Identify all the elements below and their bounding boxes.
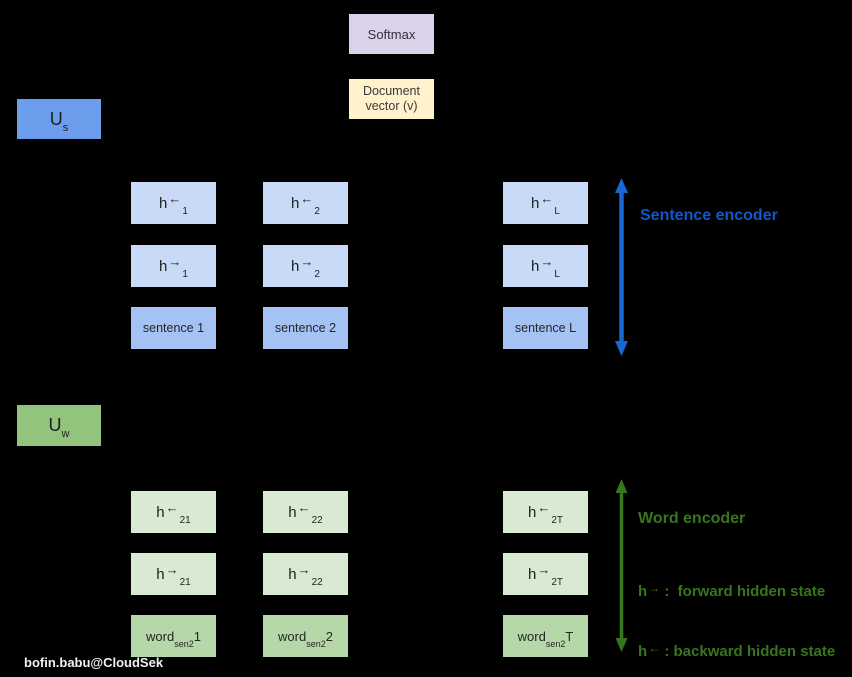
sentence-input-label: sentence 1 <box>142 321 205 335</box>
word-input-label: wordsen21 <box>146 628 201 649</box>
word-encoder-label: Word encoder <box>638 510 746 527</box>
legend-line-backward: h← : backward hidden state <box>638 640 836 660</box>
word-input-label: wordsen22 <box>278 628 333 649</box>
hidden-state-label: h→21 <box>156 561 191 588</box>
word-hidden-forward-22: h→22 <box>263 553 348 595</box>
legend: h→ : forward hidden state h← : backward … <box>638 543 835 677</box>
hidden-state-label: h←21 <box>156 499 191 526</box>
word-hidden-forward-2T: h→2T <box>503 553 588 595</box>
sentence-input-1: sentence 1 <box>131 307 216 349</box>
word-encoder-range-arrow <box>615 479 628 652</box>
sentence-input-L: sentence L <box>503 307 588 349</box>
word-input-1: wordsen21 <box>131 615 216 657</box>
sentence-hidden-forward-1: h→1 <box>131 245 216 287</box>
hidden-state-label: h→22 <box>288 561 323 588</box>
hidden-state-label: h→1 <box>159 253 188 280</box>
legend-line-forward: h→ : forward hidden state <box>638 581 826 600</box>
hidden-state-label: h←1 <box>159 190 188 217</box>
word-input-label: wordsen2T <box>517 628 574 649</box>
softmax-label: Softmax <box>367 26 416 42</box>
hidden-state-label: h→2 <box>291 253 320 280</box>
hidden-state-label: h←L <box>531 190 560 217</box>
hidden-state-label: h→L <box>531 253 560 280</box>
word-hidden-backward-22: h←22 <box>263 491 348 533</box>
sentence-input-2: sentence 2 <box>263 307 348 349</box>
document-vector-label-line1: Document <box>363 84 420 98</box>
sentence-hidden-forward-L: h→L <box>503 245 588 287</box>
softmax-box: Softmax <box>349 14 434 54</box>
word-hidden-backward-2T: h←2T <box>503 491 588 533</box>
word-hidden-backward-21: h←21 <box>131 491 216 533</box>
word-context-vector-box: Uw <box>17 405 101 446</box>
hidden-state-label: h→2T <box>527 561 563 588</box>
sentence-context-vector-box: Us <box>17 99 101 139</box>
document-vector-label-line2: vector (v) <box>365 99 418 113</box>
hidden-state-label: h←22 <box>288 499 323 526</box>
word-hidden-forward-21: h→21 <box>131 553 216 595</box>
sentence-input-label: sentence 2 <box>274 321 337 335</box>
word-input-T: wordsen2T <box>503 615 588 657</box>
credit-text: bofin.babu@CloudSek <box>24 655 164 670</box>
word-input-2: wordsen22 <box>263 615 348 657</box>
hidden-state-label: h←2 <box>291 190 320 217</box>
sentence-encoder-range-arrow <box>615 178 628 356</box>
sentence-hidden-backward-2: h←2 <box>263 182 348 224</box>
sentence-context-vector-label: Us <box>49 108 69 134</box>
sentence-hidden-backward-1: h←1 <box>131 182 216 224</box>
document-vector-box: Document vector (v) <box>349 79 434 119</box>
word-context-vector-label: Uw <box>48 415 70 440</box>
hidden-state-label: h←2T <box>527 499 563 526</box>
sentence-encoder-label: Sentence encoder <box>640 207 778 224</box>
sentence-input-label: sentence L <box>514 321 577 335</box>
sentence-hidden-backward-L: h←L <box>503 182 588 224</box>
sentence-hidden-forward-2: h→2 <box>263 245 348 287</box>
